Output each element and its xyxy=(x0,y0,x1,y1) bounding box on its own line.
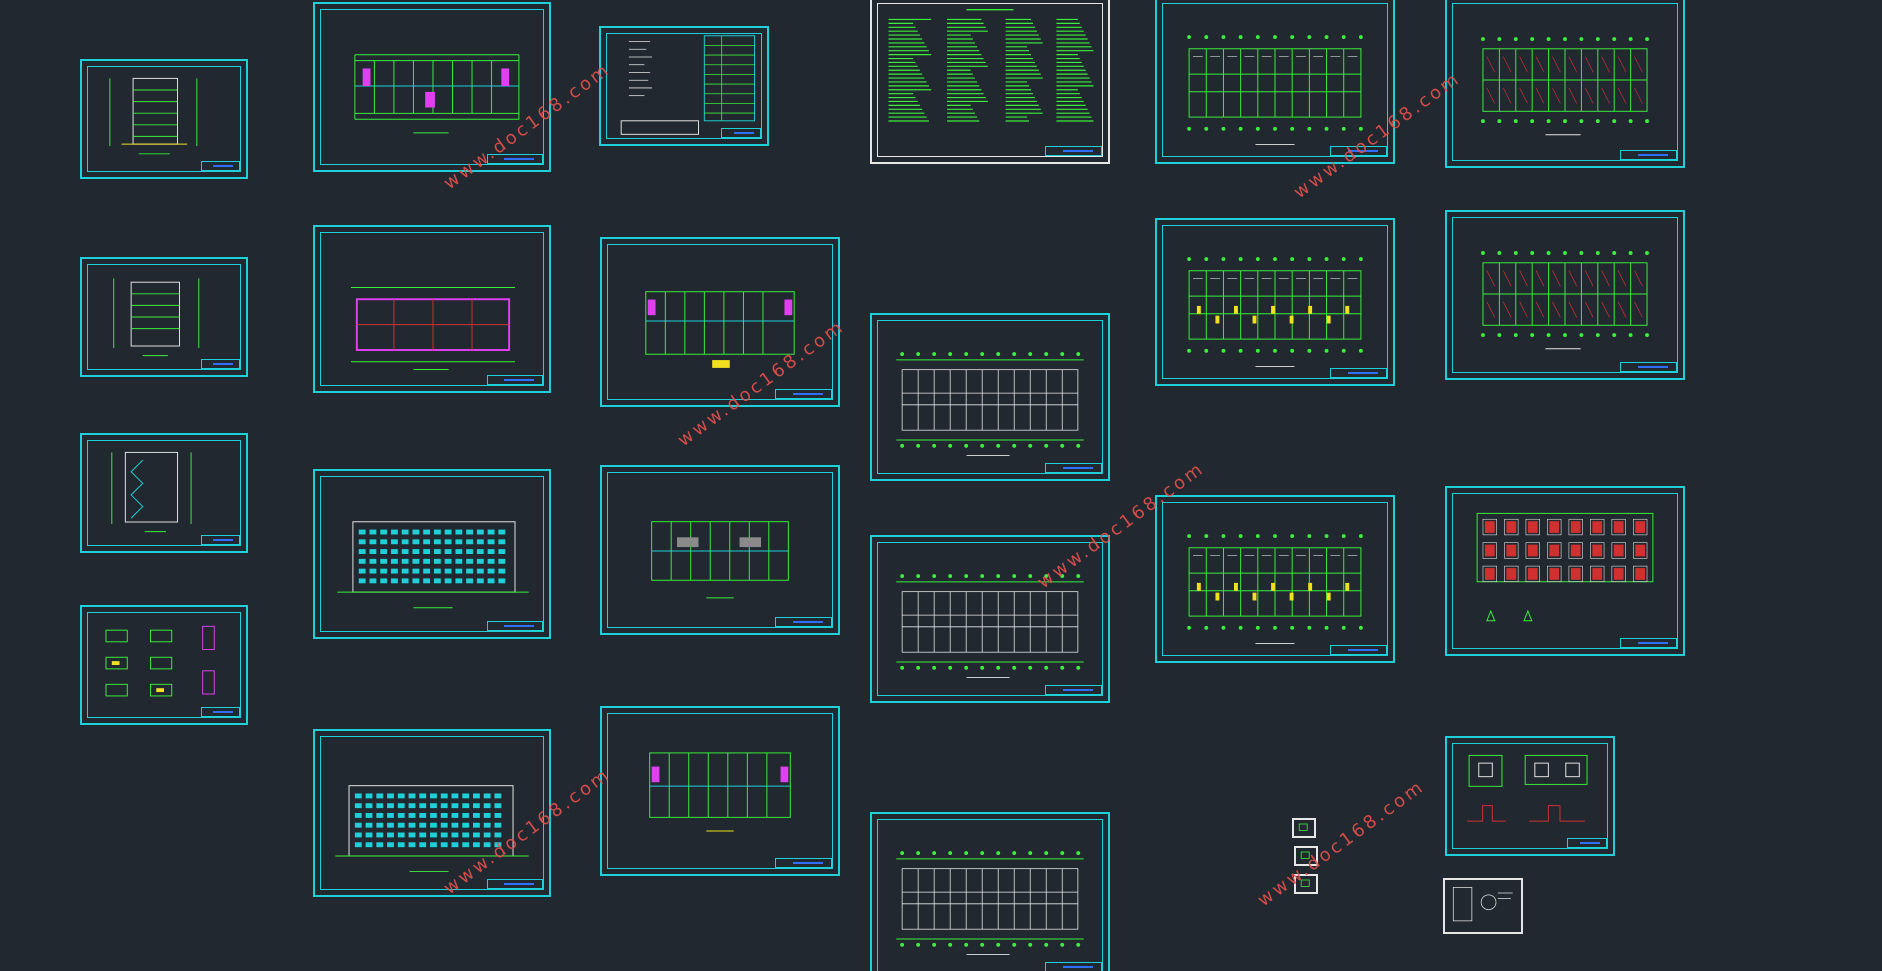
title-block xyxy=(1620,362,1677,372)
design-notes[interactable] xyxy=(870,0,1110,164)
title-block xyxy=(1620,150,1677,160)
plan-ground[interactable] xyxy=(600,237,840,407)
title-block xyxy=(721,128,761,138)
elevation-side-1[interactable] xyxy=(80,59,248,179)
structural-grid-3[interactable] xyxy=(870,812,1110,971)
beam-plan-drawing xyxy=(1187,257,1363,367)
title-block xyxy=(486,154,543,164)
beam-layout-1[interactable] xyxy=(1155,0,1395,164)
beam-layout-2[interactable] xyxy=(1155,218,1395,386)
slab-rebar-1[interactable] xyxy=(1445,0,1685,168)
title-block xyxy=(200,707,240,717)
watermark: www.doc168.com xyxy=(1253,775,1429,911)
plan-roof[interactable] xyxy=(313,225,551,393)
foundation-plan[interactable] xyxy=(1445,486,1685,656)
elevation-rear[interactable] xyxy=(313,729,551,897)
foundation-detail[interactable] xyxy=(1445,736,1615,856)
small-detail-3[interactable] xyxy=(1294,874,1318,894)
title-block xyxy=(775,617,832,627)
foundation-detail-drawing xyxy=(1467,754,1588,822)
notes-drawing xyxy=(888,9,1094,122)
title-block xyxy=(200,535,240,545)
title-block xyxy=(200,161,240,171)
slab-rebar-2[interactable] xyxy=(1445,210,1685,380)
table-drawing xyxy=(620,35,756,135)
beam-layout-3[interactable] xyxy=(1155,495,1395,663)
structural-grid-1[interactable] xyxy=(870,313,1110,481)
grid-plan-drawing xyxy=(896,851,1084,956)
details-drawing xyxy=(105,625,215,697)
title-block xyxy=(1567,838,1607,848)
white-detail[interactable] xyxy=(1443,878,1523,934)
title-block xyxy=(1045,685,1102,695)
title-block xyxy=(1620,638,1677,648)
plan-floor-a[interactable] xyxy=(313,2,551,172)
plan-second[interactable] xyxy=(600,465,840,635)
floor-plan-drawing xyxy=(651,521,789,599)
small-detail-2[interactable] xyxy=(1294,846,1318,866)
beam-plan-drawing xyxy=(1187,35,1363,145)
grid-plan-drawing xyxy=(896,352,1084,457)
section-stair[interactable] xyxy=(80,433,248,553)
rear-elevation-drawing xyxy=(335,785,529,873)
elevation-side-2[interactable] xyxy=(80,257,248,377)
floor-plan-drawing xyxy=(649,752,791,832)
title-block xyxy=(775,858,832,868)
beam-plan-drawing xyxy=(1187,534,1363,644)
small-detail-1[interactable] xyxy=(1292,818,1316,838)
title-block xyxy=(486,375,543,385)
title-block xyxy=(1330,146,1387,156)
elevation-front[interactable] xyxy=(313,469,551,639)
title-block xyxy=(486,621,543,631)
plan-standard[interactable] xyxy=(600,706,840,876)
title-block xyxy=(775,389,832,399)
title-block xyxy=(1330,645,1387,655)
title-block xyxy=(1045,146,1102,156)
rebar-plan-drawing xyxy=(1481,251,1649,350)
detail-drawing xyxy=(1452,887,1513,922)
section-drawing xyxy=(111,451,192,533)
grid-plan-drawing xyxy=(896,574,1084,679)
side-elevation-drawing xyxy=(113,278,200,357)
title-block xyxy=(1045,962,1102,971)
front-elevation-drawing xyxy=(337,521,529,609)
title-block xyxy=(200,359,240,369)
title-block xyxy=(1330,368,1387,378)
floor-plan-drawing xyxy=(645,291,795,368)
rebar-plan-drawing xyxy=(1481,37,1649,136)
mini-drawing xyxy=(1300,851,1310,859)
foundation-drawing xyxy=(1476,512,1654,622)
mini-drawing xyxy=(1300,879,1310,887)
title-block xyxy=(486,879,543,889)
roof-plan-drawing xyxy=(350,287,515,371)
mini-drawing xyxy=(1298,823,1308,831)
title-block xyxy=(1045,463,1102,473)
structural-grid-2[interactable] xyxy=(870,535,1110,703)
floor-plan-drawing xyxy=(354,54,520,134)
schedule-table[interactable] xyxy=(599,26,769,146)
detail-columns[interactable] xyxy=(80,605,248,725)
side-elevation-drawing xyxy=(109,77,198,155)
